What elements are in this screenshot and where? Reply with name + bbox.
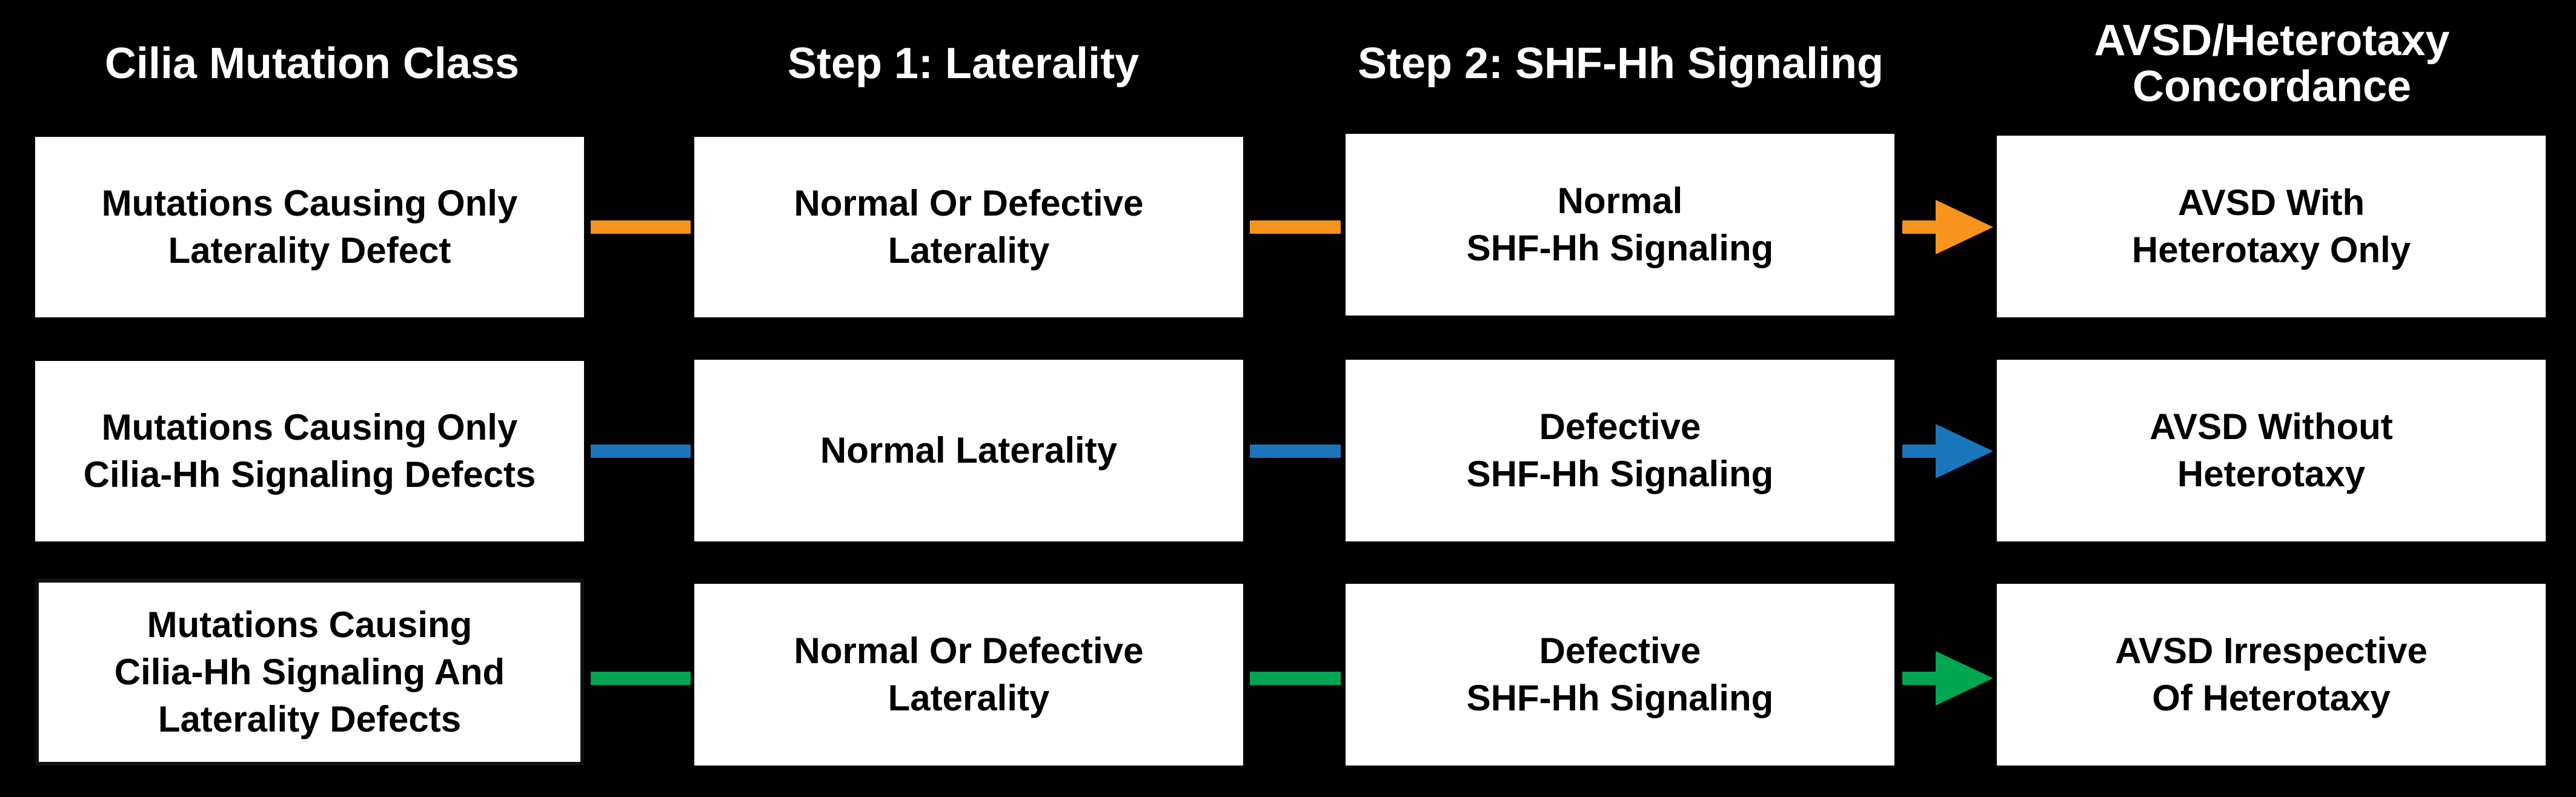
row2-connector-2	[1250, 445, 1341, 458]
row2-signaling-box: Defective SHF-Hh Signaling	[1342, 356, 1898, 545]
row2-concordance-box: AVSD Without Heterotaxy	[1993, 356, 2549, 545]
row3-connector-2	[1250, 672, 1341, 685]
row1-connector-2	[1250, 220, 1341, 234]
row1-connector-1	[591, 220, 691, 234]
header-avsd-heterotaxy-concordance: AVSD/Heterotaxy Concordance	[2094, 16, 2450, 111]
row3-mutation-class-box: Mutations Causing Cilia-Hh Signaling And…	[32, 575, 588, 769]
row2-laterality-box: Normal Laterality	[691, 356, 1247, 545]
row1-mutation-class-box: Mutations Causing Only Laterality Defect	[32, 133, 588, 321]
row2-connector-1	[591, 445, 691, 458]
row1-signaling-box: Normal SHF-Hh Signaling	[1342, 130, 1898, 319]
header-cilia-mutation-class: Cilia Mutation Class	[104, 39, 520, 88]
header-step1-laterality: Step 1: Laterality	[787, 39, 1140, 88]
row3-concordance-box: AVSD Irrespective Of Heterotaxy	[1993, 580, 2549, 769]
row1-laterality-box: Normal Or Defective Laterality	[691, 133, 1247, 321]
row3-connector-1	[591, 672, 691, 685]
row3-laterality-box: Normal Or Defective Laterality	[691, 580, 1247, 769]
header-step2-shf-hh-signaling: Step 2: SHF-Hh Signaling	[1357, 39, 1884, 88]
row3-arrow	[1902, 651, 1993, 706]
row1-concordance-box: AVSD With Heterotaxy Only	[1993, 132, 2549, 321]
row3-signaling-box: Defective SHF-Hh Signaling	[1342, 580, 1898, 769]
row2-mutation-class-box: Mutations Causing Only Cilia-Hh Signalin…	[32, 357, 588, 545]
row1-arrow	[1902, 200, 1993, 254]
row2-arrow	[1902, 424, 1993, 478]
